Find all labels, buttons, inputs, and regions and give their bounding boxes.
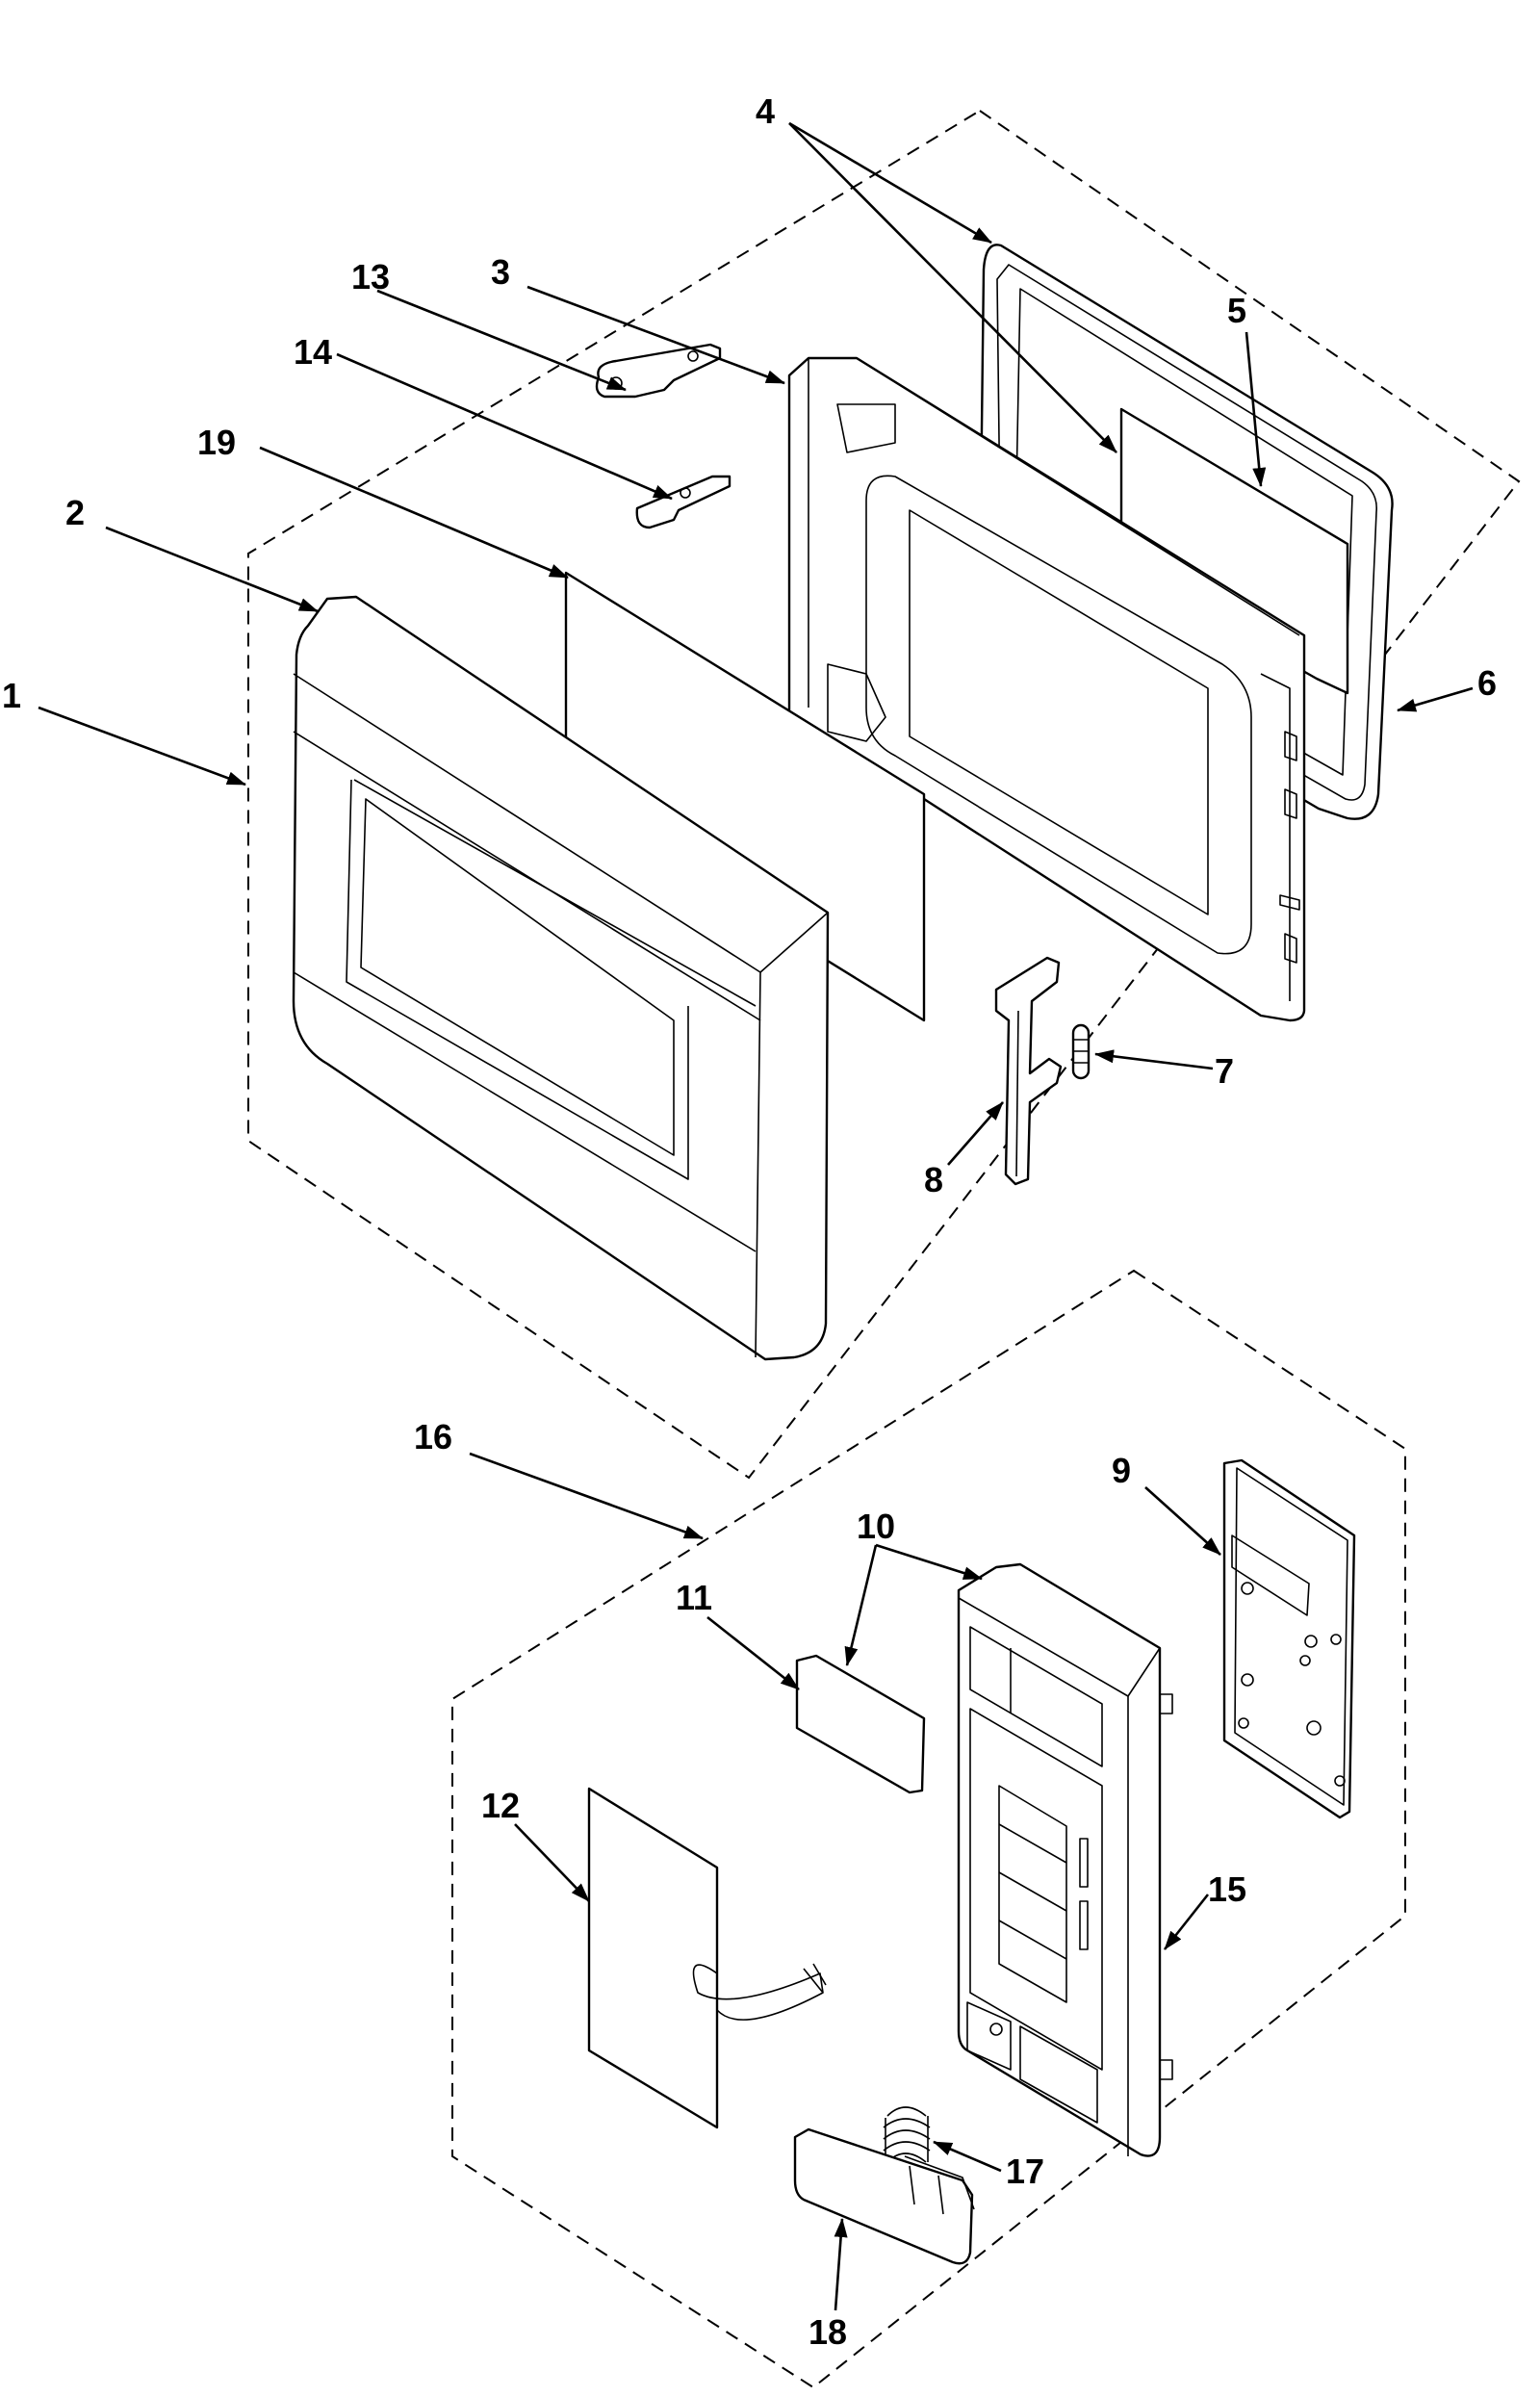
callout-14: 14 [294, 332, 332, 372]
callout-10: 10 [857, 1507, 895, 1546]
callout-11: 11 [676, 1578, 712, 1617]
part-7-spring [1071, 1023, 1091, 1080]
callout-6: 6 [1477, 663, 1497, 703]
part-19-door-glass [564, 571, 926, 1022]
callout-16: 16 [414, 1417, 452, 1456]
part-18-door-button [793, 2127, 975, 2265]
part-11-display-window [795, 1654, 926, 1794]
part-15-control-panel [957, 1562, 1173, 2157]
callout-8: 8 [924, 1160, 943, 1199]
leader-lines [38, 121, 1474, 2311]
part-8-door-hook [994, 956, 1063, 1186]
part-12-membrane-switch [587, 1787, 827, 2129]
callout-2: 2 [65, 493, 85, 532]
callout-1: 1 [2, 676, 21, 715]
callout-13: 13 [351, 257, 390, 296]
callout-9: 9 [1112, 1451, 1131, 1490]
callout-17: 17 [1006, 2152, 1044, 2191]
part-9-pcb [1222, 1458, 1356, 1819]
callout-12: 12 [481, 1786, 520, 1825]
callout-15: 15 [1208, 1869, 1246, 1909]
callout-18: 18 [808, 2312, 847, 2352]
part-14-hinge-plate [635, 475, 732, 529]
callout-4: 4 [756, 91, 775, 131]
callout-19: 19 [197, 423, 236, 462]
callout-7: 7 [1215, 1051, 1234, 1091]
part-17-spring [883, 2106, 931, 2163]
callout-5: 5 [1227, 291, 1246, 330]
door-assembly-boundary [247, 109, 1521, 1480]
part-2-door-outer [292, 595, 830, 1361]
callout-labels: 1 2 3 4 5 6 7 8 9 10 11 12 13 14 15 16 1… [2, 91, 1497, 2352]
callout-3: 3 [491, 252, 510, 292]
part-3-door-frame [787, 356, 1306, 1022]
